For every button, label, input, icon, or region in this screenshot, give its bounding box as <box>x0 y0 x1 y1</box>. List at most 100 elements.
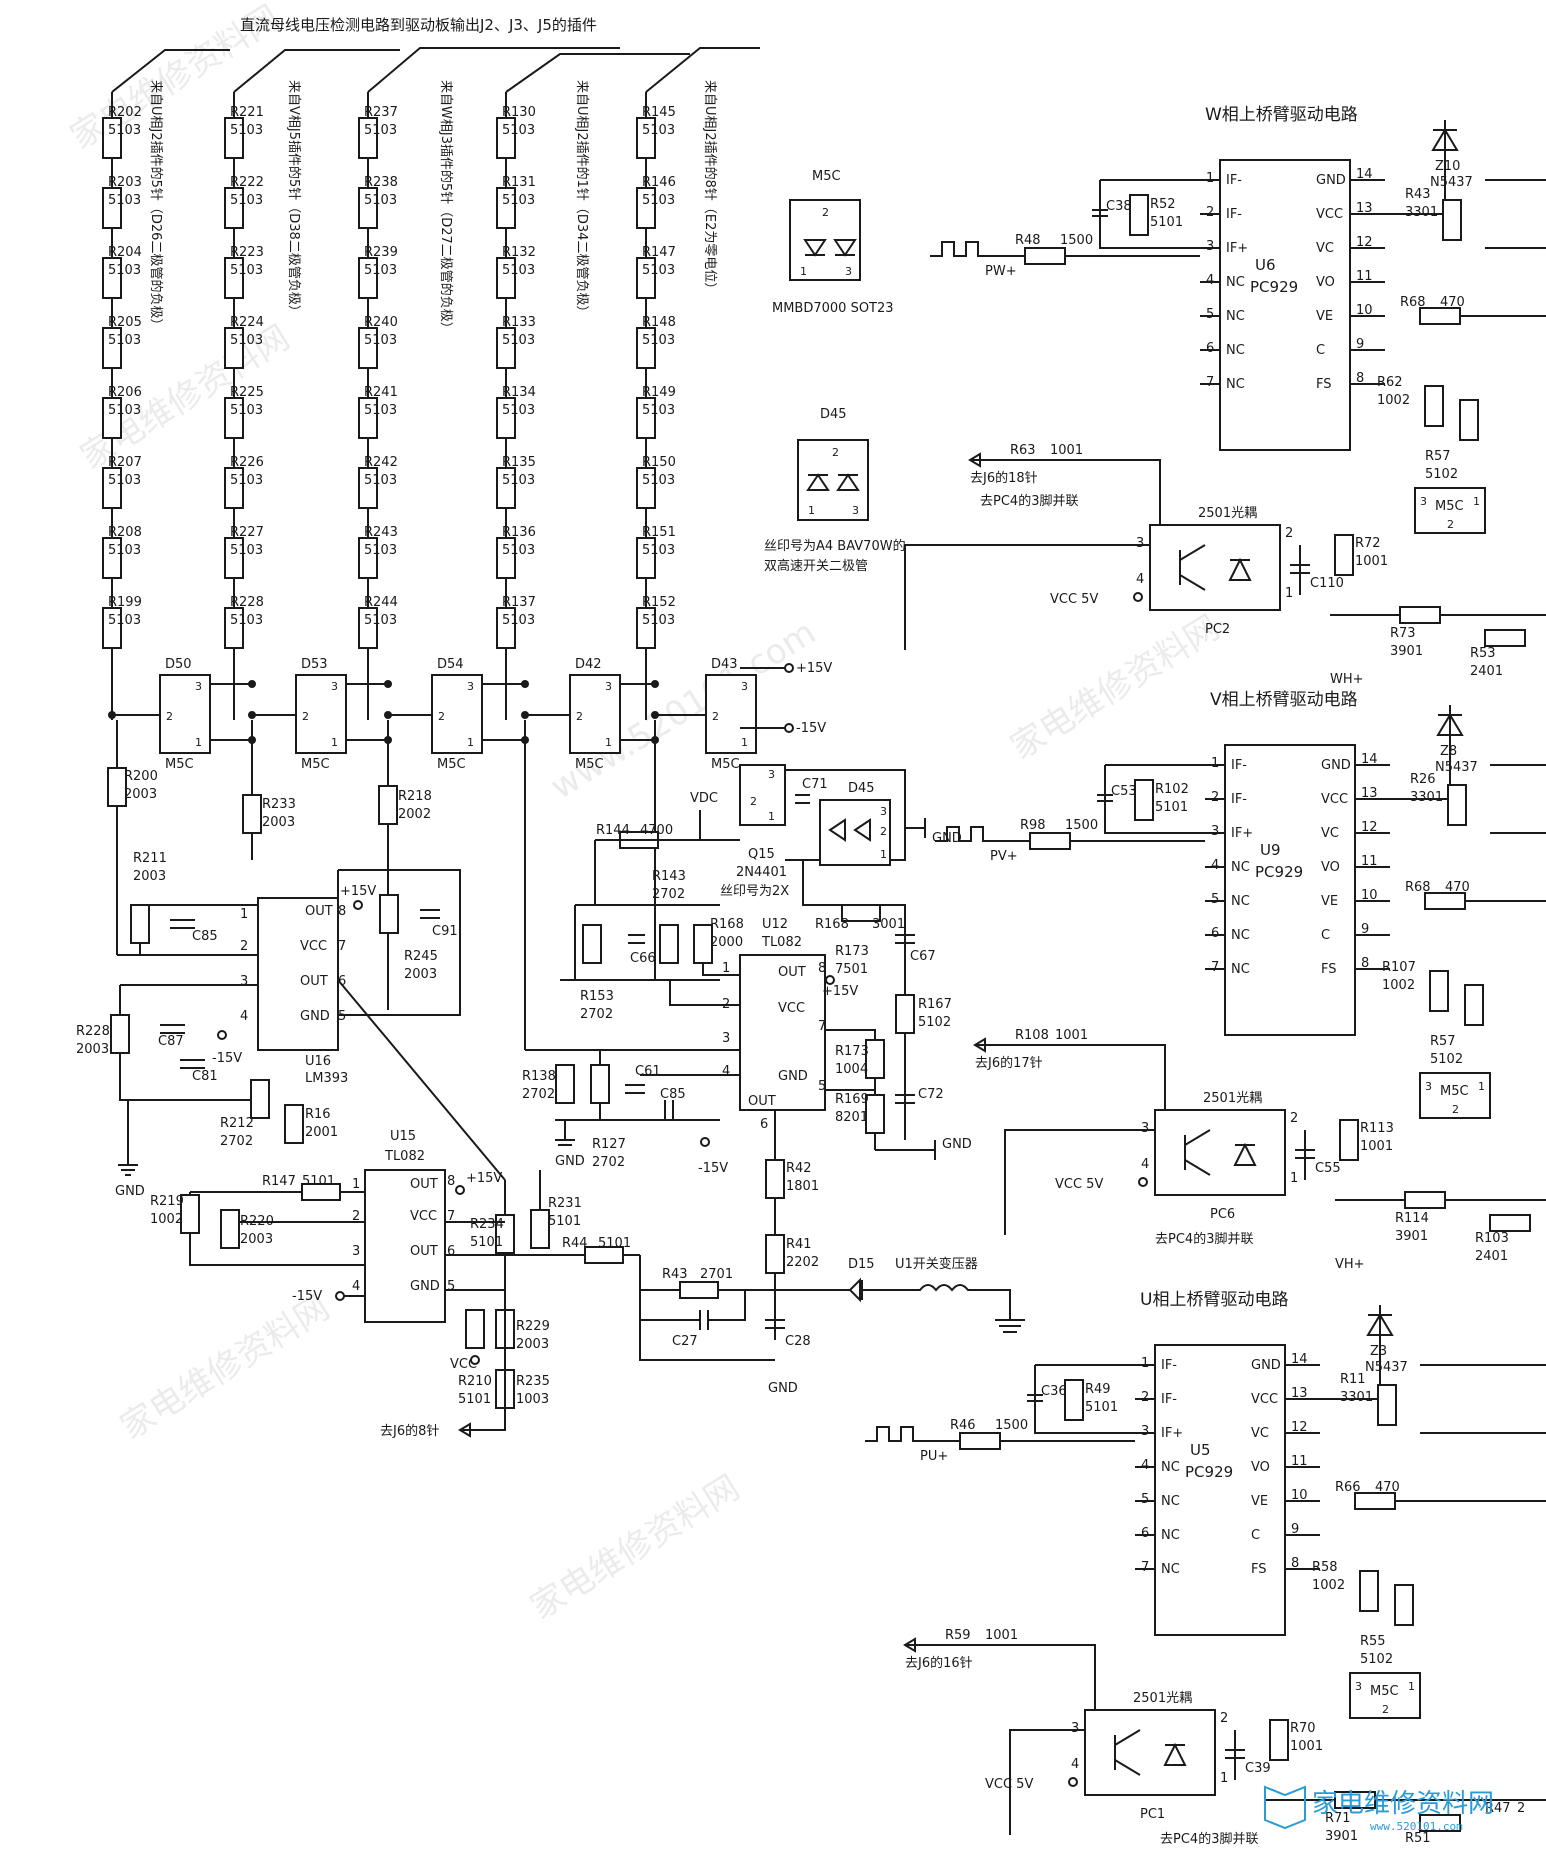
pin-label: NC <box>1161 1562 1180 1577</box>
pc929-ic <box>1219 159 1351 451</box>
wire <box>1034 1364 1135 1434</box>
pin-label: GND <box>300 1009 330 1024</box>
part-value: 1001 <box>1355 554 1388 569</box>
ic-type: LM393 <box>305 1071 348 1086</box>
resistor-value: 5103 <box>642 613 675 628</box>
resistor <box>1419 307 1461 325</box>
resistor-label: R227 <box>230 525 264 540</box>
signal-label: PV+ <box>990 849 1018 864</box>
pc929-ic <box>1224 744 1356 1036</box>
pin-num: 3 <box>240 974 248 989</box>
resistor-value: 5103 <box>642 123 675 138</box>
terminal <box>1133 592 1143 602</box>
terminal <box>470 1355 480 1365</box>
pin-num: 4 <box>1211 858 1219 873</box>
part-label: C61 <box>635 1064 661 1079</box>
pin-num: 2 <box>750 795 757 808</box>
part-value: 1001 <box>1290 1739 1323 1754</box>
ic-type: PC929 <box>1255 863 1303 881</box>
resistor-label: R148 <box>642 315 676 330</box>
pin-label: NC <box>1226 343 1245 358</box>
pin-label: GND <box>778 1069 808 1084</box>
pin-num: 3 <box>195 680 202 693</box>
resistor <box>1394 1584 1414 1626</box>
part-label: R26 <box>1410 772 1436 787</box>
resistor <box>224 467 244 509</box>
pin-num: 1 <box>1478 1080 1485 1093</box>
part-label: R68 <box>1400 295 1426 310</box>
pin-num: 1 <box>195 736 202 749</box>
pin-num: 11 <box>1291 1454 1308 1469</box>
resistor <box>250 1079 270 1119</box>
resistor-label: R206 <box>108 385 142 400</box>
part-value: 5101 <box>458 1392 491 1407</box>
wire <box>1004 1129 1155 1235</box>
part-value: 3301 <box>1340 1390 1373 1405</box>
resistor-label: R149 <box>642 385 676 400</box>
part-label: R219 <box>150 1194 184 1209</box>
junction-dot <box>651 711 659 719</box>
capacitor <box>160 1024 185 1034</box>
resistor <box>530 1209 550 1249</box>
part-value: 1001 <box>1360 1139 1393 1154</box>
part-label: R173 <box>835 944 869 959</box>
resistor-label: R205 <box>108 315 142 330</box>
pin-label: VCC <box>1316 207 1343 222</box>
resistor <box>1424 892 1466 910</box>
part-label: R66 <box>1335 1480 1361 1495</box>
pin-num: 9 <box>1361 922 1369 937</box>
resistor-value: 5103 <box>502 403 535 418</box>
pin-label: OUT <box>748 1094 776 1109</box>
pin-num: 8 <box>818 961 826 976</box>
pin-num: 1 <box>1285 586 1293 601</box>
wire <box>560 963 740 1006</box>
part-label: R98 <box>1020 818 1046 833</box>
diode-type: M5C <box>1440 1084 1469 1099</box>
part-label: R173 <box>835 1044 869 1059</box>
net-label: 去PC4的3脚并联 <box>980 493 1078 509</box>
pin-num: 4 <box>1206 273 1214 288</box>
resistor <box>102 467 122 509</box>
wire <box>905 1644 1096 1715</box>
part-label: R235 <box>516 1374 550 1389</box>
signal-label: PW+ <box>985 264 1017 279</box>
part-label: R102 <box>1155 782 1189 797</box>
part-value: 2702 <box>592 1155 625 1170</box>
part-value: 5101 <box>1150 215 1183 230</box>
resistor <box>1484 629 1526 647</box>
resistor-label: R242 <box>364 455 398 470</box>
diode-icon <box>806 473 860 491</box>
terminal <box>217 1030 227 1040</box>
u15-ic <box>364 1169 446 1323</box>
pin-num: 2 <box>722 997 730 1012</box>
part-label: R58 <box>1312 1560 1338 1575</box>
pin-label: NC <box>1226 377 1245 392</box>
part-label: R44 <box>562 1236 588 1251</box>
wire <box>574 904 720 980</box>
resistor-label: R145 <box>642 105 676 120</box>
part-label: R107 <box>1382 960 1416 975</box>
header-arrow <box>505 53 690 93</box>
part-value: 5101 <box>470 1235 503 1250</box>
part-value: 7501 <box>835 962 868 977</box>
resistor <box>224 187 244 229</box>
ground-icon <box>875 1140 936 1160</box>
part-label: C81 <box>192 1069 218 1084</box>
net-label: 去PC4的3脚并联 <box>1155 1231 1253 1247</box>
pin-num: 13 <box>1356 201 1373 216</box>
part-label: R59 <box>945 1628 971 1643</box>
pin-num: 7 <box>447 1209 455 1224</box>
supply-label: GND <box>768 1381 798 1396</box>
part-label: R231 <box>548 1196 582 1211</box>
net-label: 去PC4的3脚并联 <box>1160 1831 1258 1847</box>
resistor <box>636 117 656 159</box>
resistor <box>102 117 122 159</box>
m5c-diode-row: D50321M5CD53321M5CD54321M5CD42321M5CD433… <box>108 657 757 772</box>
part-value: 1500 <box>1060 233 1093 248</box>
pin-num: 3 <box>605 680 612 693</box>
part-label: R147 <box>262 1174 296 1189</box>
pin-num: 2 <box>302 710 309 723</box>
pin-num: 1 <box>1141 1356 1149 1371</box>
resistor <box>496 327 516 369</box>
